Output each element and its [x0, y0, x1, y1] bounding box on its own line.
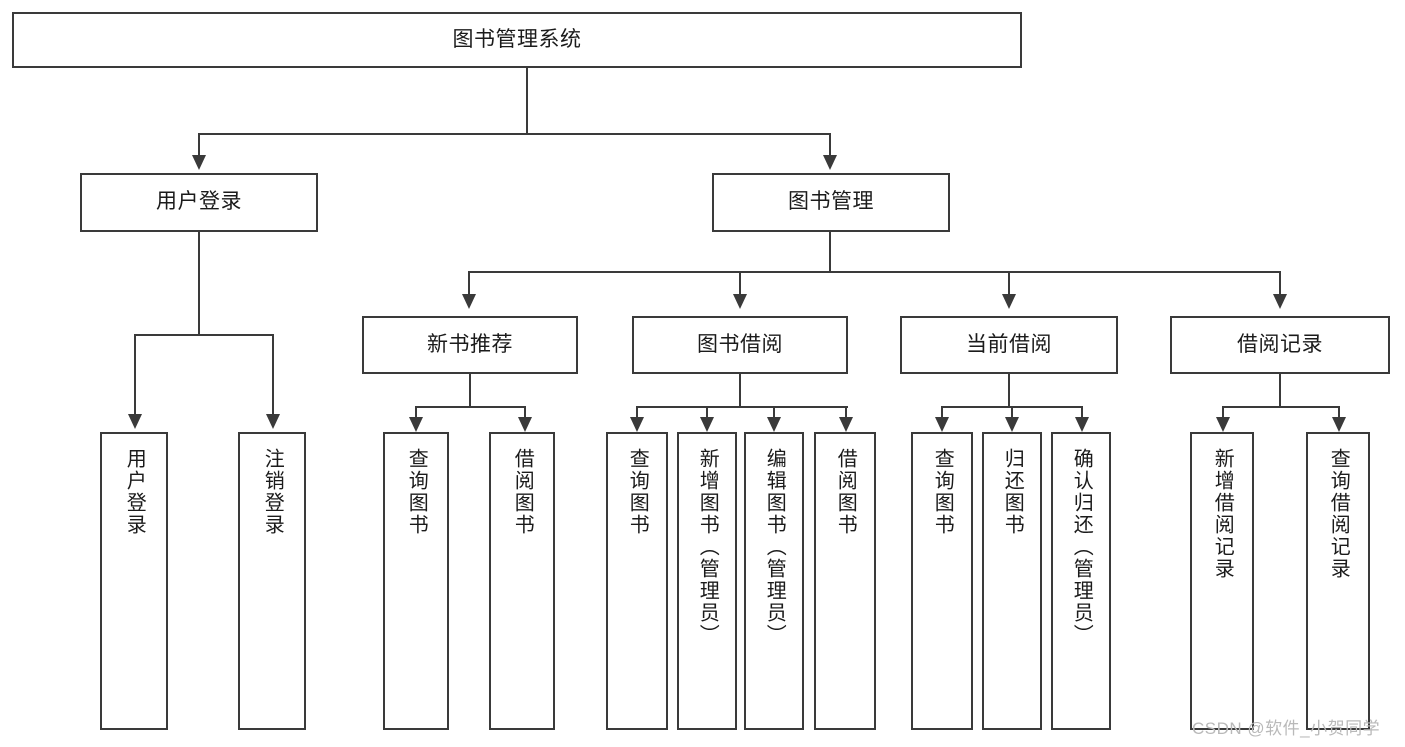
node-new-book-recommend[interactable]: 新书推荐 — [362, 316, 578, 374]
node-label: 归还图书 — [1001, 448, 1024, 536]
connector-user-login-leaf-1 — [134, 334, 136, 416]
node-label: 查询图书 — [931, 448, 954, 536]
arrowhead-user-login — [192, 155, 206, 170]
connector-nbr-spine — [469, 374, 471, 407]
leaf-cb-confirm-return[interactable]: 确认归还（管理员） — [1051, 432, 1111, 730]
connector-user-login-leaf-2 — [272, 334, 274, 416]
node-label: 用户登录 — [156, 190, 242, 214]
node-label: 查询图书 — [626, 448, 649, 536]
arrowhead-cb-return-book — [1005, 417, 1019, 432]
connector-root-spine — [526, 68, 528, 134]
node-book-management[interactable]: 图书管理 — [712, 173, 950, 232]
connector-bb-bar — [636, 406, 848, 408]
connector-bb-leaf-1 — [636, 406, 638, 418]
node-label: 借阅记录 — [1237, 332, 1323, 356]
connector-bm-to-book-borrow — [739, 271, 741, 295]
arrowhead-book-management — [823, 155, 837, 170]
connector-cb-leaf-2 — [1011, 406, 1013, 418]
node-label: 新书推荐 — [427, 332, 513, 356]
connector-bb-leaf-3 — [773, 406, 775, 418]
leaf-bb-edit-book[interactable]: 编辑图书（管理员） — [744, 432, 804, 730]
node-label: 图书管理系统 — [452, 27, 582, 51]
arrowhead-new-book-recommend — [462, 294, 476, 309]
arrowhead-cb-confirm-return — [1075, 417, 1089, 432]
arrowhead-nbr-borrow-book — [518, 417, 532, 432]
connector-book-management-spine — [829, 232, 831, 272]
connector-bb-spine — [739, 374, 741, 407]
node-label: 借阅图书 — [511, 448, 534, 536]
leaf-logout[interactable]: 注销登录 — [238, 432, 306, 730]
leaf-bb-add-book[interactable]: 新增图书（管理员） — [677, 432, 737, 730]
node-label: 查询借阅记录 — [1327, 448, 1350, 580]
leaf-nbr-borrow-book[interactable]: 借阅图书 — [489, 432, 555, 730]
node-label: 新增图书（管理员） — [696, 448, 719, 646]
node-label: 查询图书 — [405, 448, 428, 536]
arrowhead-borrow-record — [1273, 294, 1287, 309]
arrowhead-cb-query-book — [935, 417, 949, 432]
connector-user-login-bar — [134, 334, 274, 336]
node-book-borrow[interactable]: 图书借阅 — [632, 316, 848, 374]
connector-bb-leaf-4 — [845, 406, 847, 418]
connector-br-spine — [1279, 374, 1281, 407]
node-label: 图书借阅 — [697, 332, 783, 356]
arrowhead-leaf-user-login — [128, 414, 142, 429]
node-label: 当前借阅 — [966, 332, 1052, 356]
leaf-bb-borrow-book[interactable]: 借阅图书 — [814, 432, 876, 730]
arrowhead-br-query-record — [1332, 417, 1346, 432]
arrowhead-leaf-logout — [266, 414, 280, 429]
connector-root-to-book-management — [829, 133, 831, 155]
node-user-login[interactable]: 用户登录 — [80, 173, 318, 232]
leaf-cb-return-book[interactable]: 归还图书 — [982, 432, 1042, 730]
connector-user-login-spine — [198, 232, 200, 335]
connector-bm-to-current-borrow — [1008, 271, 1010, 295]
node-label: 注销登录 — [261, 448, 284, 536]
arrowhead-bb-edit-book — [767, 417, 781, 432]
node-borrow-record[interactable]: 借阅记录 — [1170, 316, 1390, 374]
csdn-watermark: CSDN @软件_小贺同学 — [1192, 719, 1381, 738]
node-current-borrow[interactable]: 当前借阅 — [900, 316, 1118, 374]
connector-nbr-leaf-1 — [415, 406, 417, 418]
connector-br-leaf-2 — [1338, 406, 1340, 418]
node-label: 图书管理 — [788, 190, 874, 214]
node-root-book-management-system[interactable]: 图书管理系统 — [12, 12, 1022, 68]
arrowhead-br-add-record — [1216, 417, 1230, 432]
leaf-user-login[interactable]: 用户登录 — [100, 432, 168, 730]
arrowhead-bb-query-book — [630, 417, 644, 432]
leaf-bb-query-book[interactable]: 查询图书 — [606, 432, 668, 730]
connector-nbr-leaf-2 — [524, 406, 526, 418]
leaf-br-add-record[interactable]: 新增借阅记录 — [1190, 432, 1254, 730]
arrowhead-bb-add-book — [700, 417, 714, 432]
connector-root-bar — [198, 133, 830, 135]
leaf-cb-query-book[interactable]: 查询图书 — [911, 432, 973, 730]
connector-cb-leaf-1 — [941, 406, 943, 418]
connector-root-to-user-login — [198, 133, 200, 155]
connector-cb-leaf-3 — [1081, 406, 1083, 418]
leaf-br-query-record[interactable]: 查询借阅记录 — [1306, 432, 1370, 730]
arrowhead-nbr-query-book — [409, 417, 423, 432]
node-label: 确认归还（管理员） — [1070, 448, 1093, 646]
arrowhead-current-borrow — [1002, 294, 1016, 309]
node-label: 新增借阅记录 — [1211, 448, 1234, 580]
arrowhead-bb-borrow-book — [839, 417, 853, 432]
arrowhead-book-borrow — [733, 294, 747, 309]
connector-cb-spine — [1008, 374, 1010, 407]
node-label: 借阅图书 — [834, 448, 857, 536]
node-label: 编辑图书（管理员） — [763, 448, 786, 646]
connector-nbr-bar — [415, 406, 525, 408]
connector-bb-leaf-2 — [706, 406, 708, 418]
connector-bm-to-borrow-record — [1279, 271, 1281, 295]
connector-br-bar — [1222, 406, 1339, 408]
leaf-nbr-query-book[interactable]: 查询图书 — [383, 432, 449, 730]
connector-br-leaf-1 — [1222, 406, 1224, 418]
node-label: 用户登录 — [123, 448, 146, 536]
connector-book-management-bar — [468, 271, 1280, 273]
connector-bm-to-new-book — [468, 271, 470, 295]
